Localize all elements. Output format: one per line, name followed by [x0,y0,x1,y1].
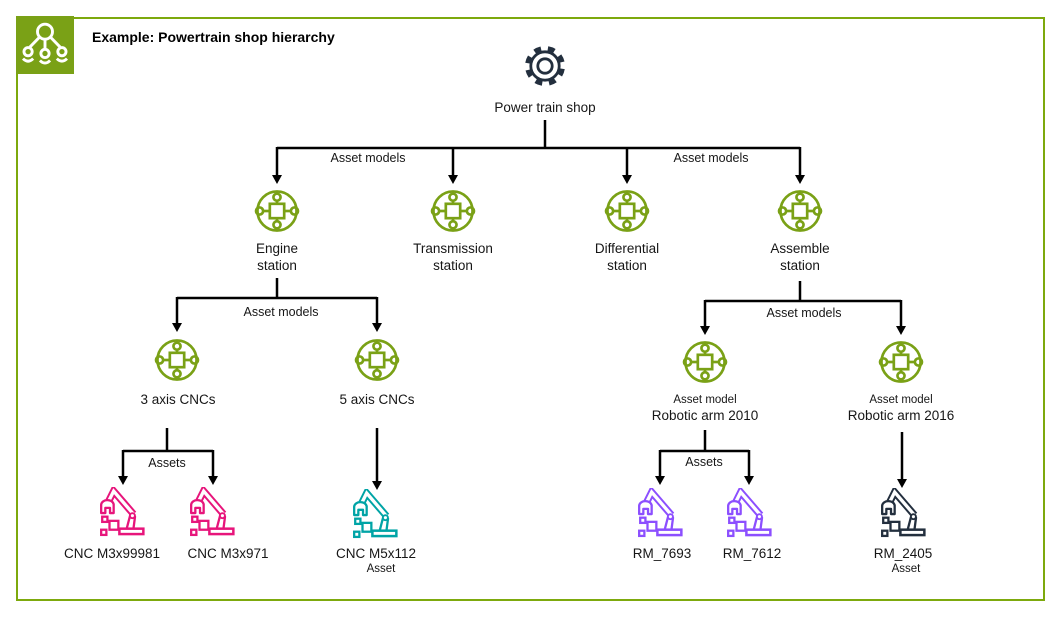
robot-arm-icon [350,489,400,539]
station-label-line: Engine [255,241,299,256]
station-label-assemble: Assemble station [770,240,829,274]
hierarchy-icon [16,16,74,74]
model-label-3axis: 3 axis CNCs [140,392,216,407]
station-label-line: Assemble [770,241,830,256]
model-label-arm2016: Robotic arm 2016 [847,408,955,423]
asset-label: RM_7693 [632,546,692,561]
asset-model-icon [254,188,300,234]
header-badge [16,16,74,74]
robot-arm-icon [724,488,774,538]
asset-tag: Asset [366,563,396,575]
asset-label: CNC M3x99981 [63,546,161,561]
station-label-line: station [780,258,820,273]
station-label-differential: Differential station [595,240,659,274]
model-tag: Asset model [673,394,737,406]
model-label-5axis: 5 axis CNCs [339,392,415,407]
asset-tag: Asset [891,563,921,575]
model-tag: Asset model [869,394,933,406]
asset-model-icon [354,337,400,383]
station-label-transmission: Transmission station [413,240,493,274]
asset-model-icon [604,188,650,234]
diagram-border [16,17,1045,601]
asset-model-icon [682,339,728,385]
edge-label-asset-models: Asset models [766,306,842,320]
asset-label: CNC M3x971 [187,546,269,561]
model-label-arm2010: Robotic arm 2010 [651,408,759,423]
root-label: Power train shop [494,100,596,115]
robot-arm-icon [878,488,928,538]
edge-label-asset-models: Asset models [243,305,319,319]
asset-model-icon [878,339,924,385]
station-label-line: Differential [594,241,660,256]
edge-label-asset-models: Asset models [673,151,749,165]
station-label-engine: Engine station [256,240,298,274]
edge-label-assets: Assets [148,456,186,470]
robot-arm-icon [187,487,237,537]
asset-label: RM_2405 [873,546,933,561]
asset-label: CNC M5x112 [335,546,417,561]
station-label-line: station [257,258,297,273]
edge-label-assets: Assets [685,455,723,469]
station-label-line: Transmission [413,241,493,256]
asset-model-icon [777,188,823,234]
station-label-line: station [607,258,647,273]
asset-model-icon [430,188,476,234]
station-label-line: station [433,258,473,273]
gear-icon [521,42,569,90]
asset-label: RM_7612 [722,546,782,561]
edge-label-asset-models: Asset models [330,151,406,165]
robot-arm-icon [97,487,147,537]
asset-model-icon [154,337,200,383]
robot-arm-icon [635,488,685,538]
page-title: Example: Powertrain shop hierarchy [92,29,335,45]
